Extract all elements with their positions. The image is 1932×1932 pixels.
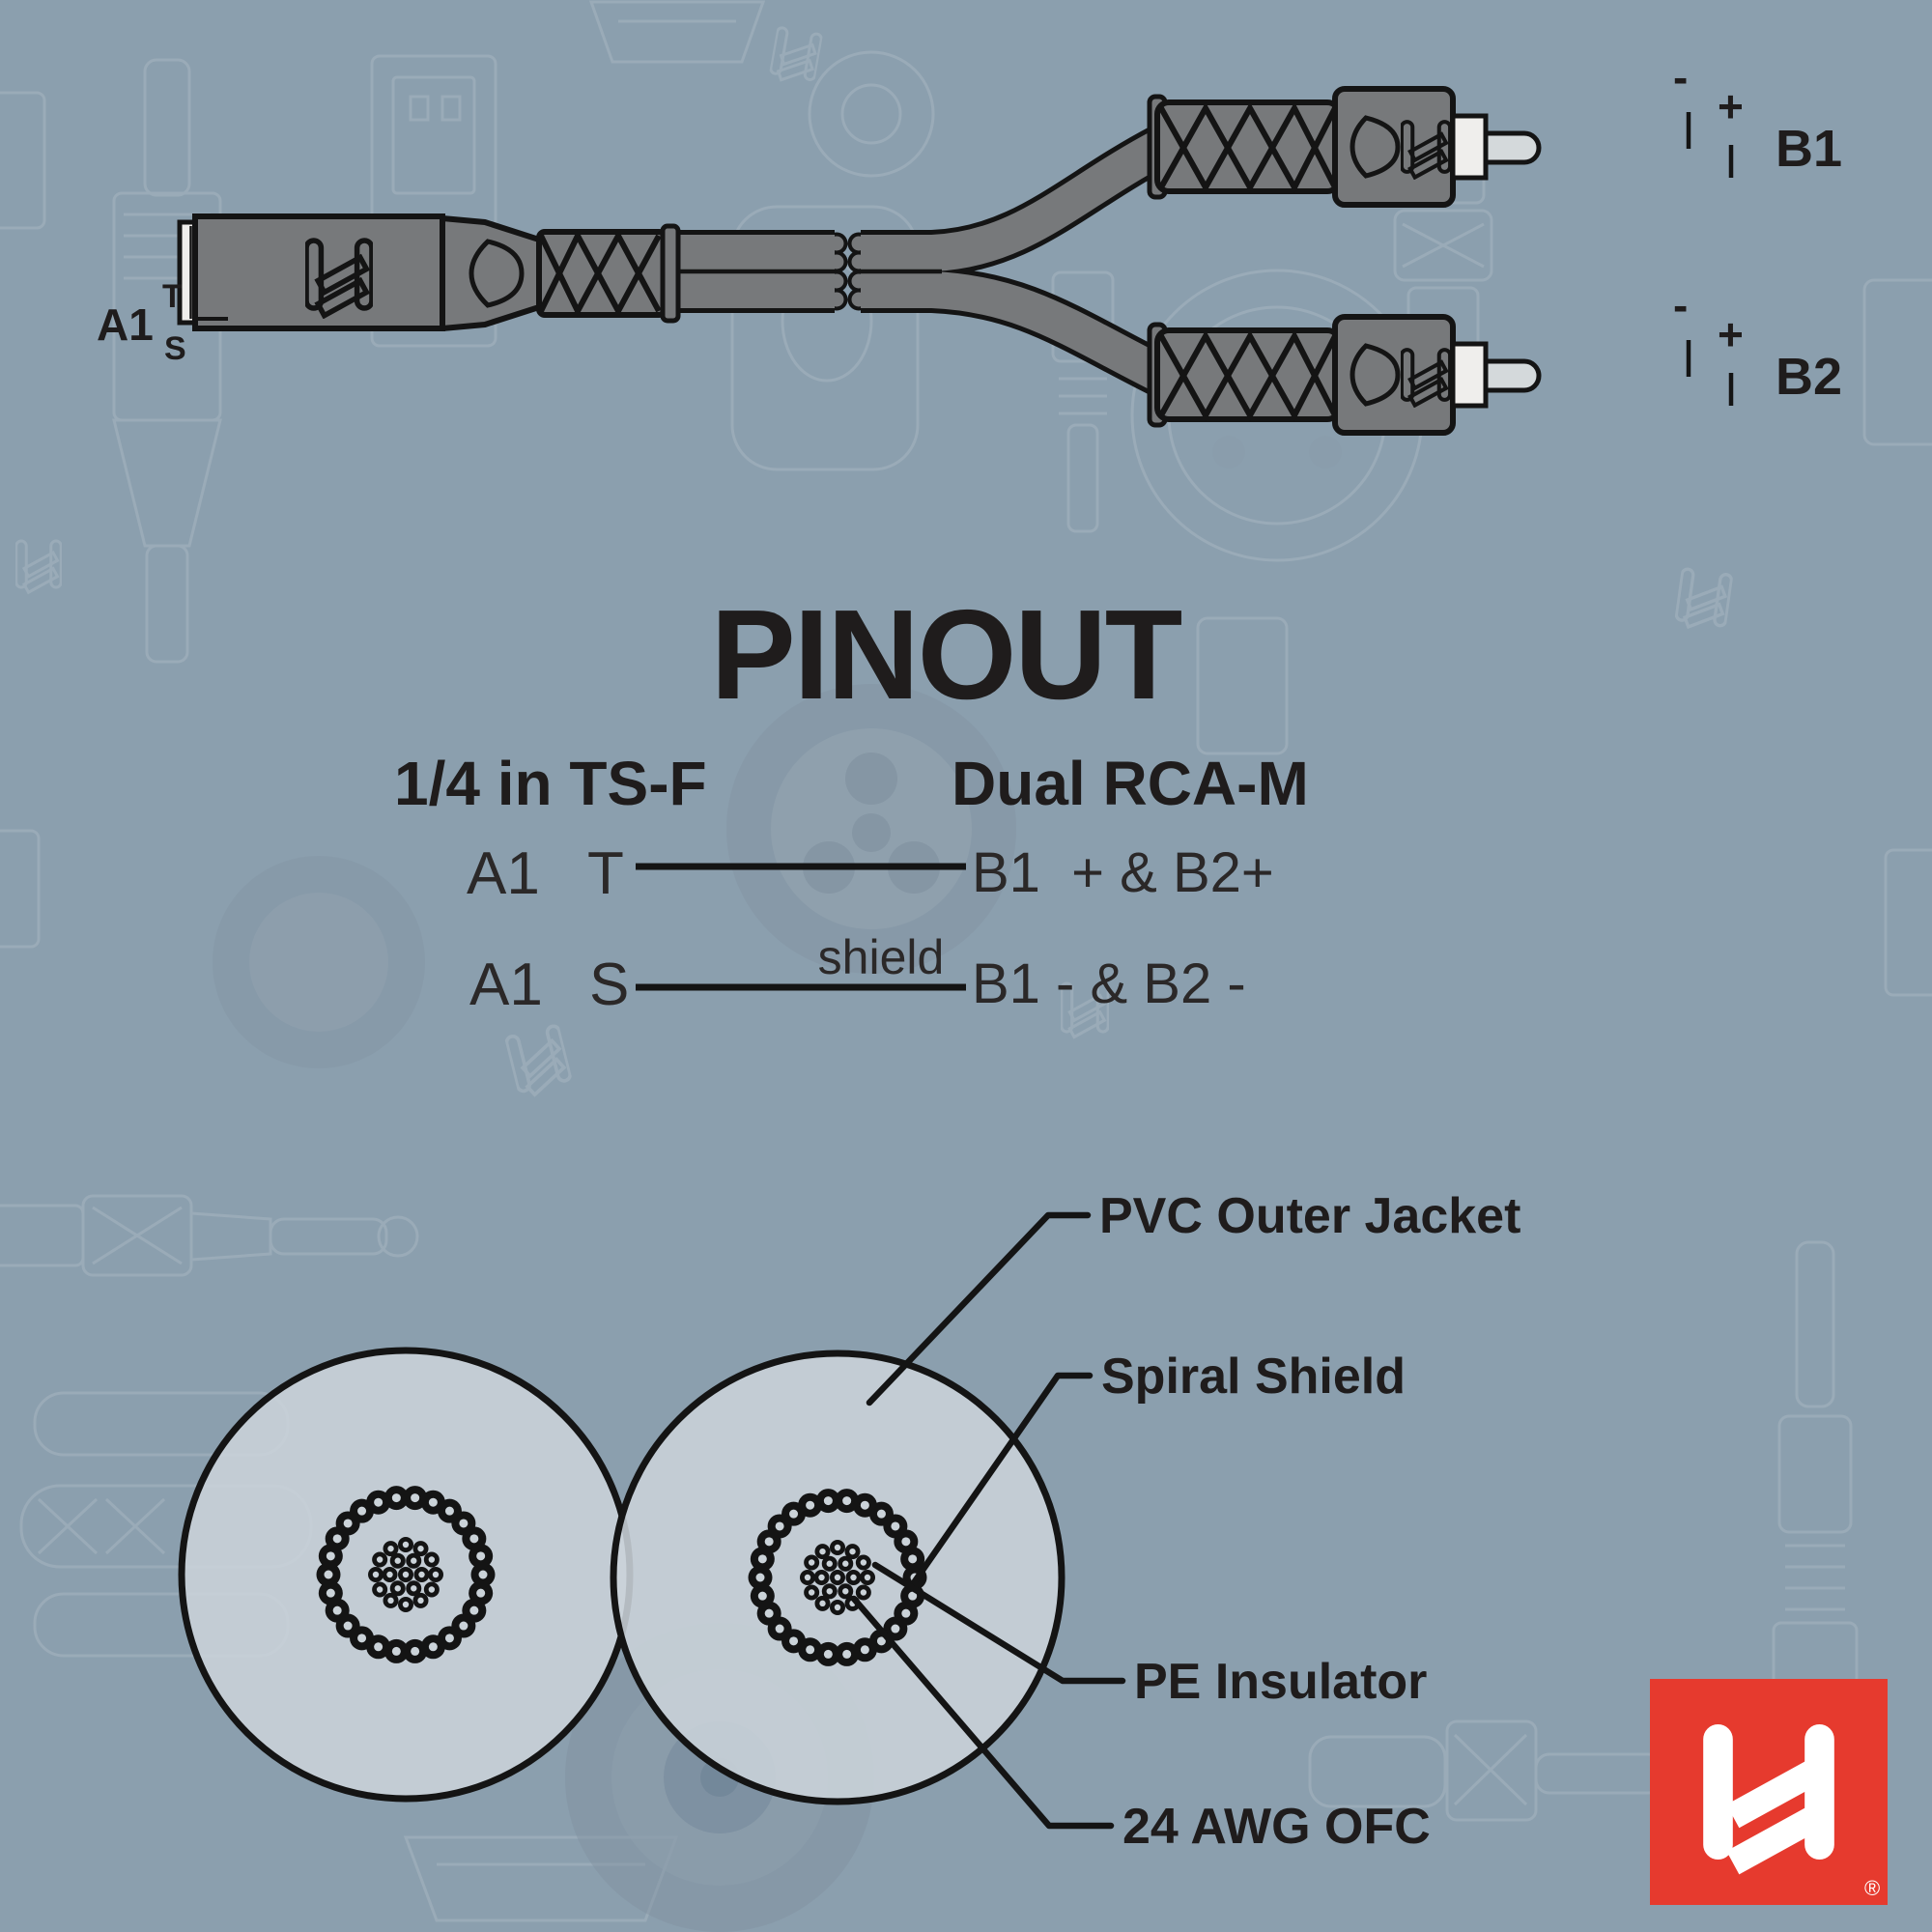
- label-b1: B1: [1776, 120, 1842, 178]
- row1-pin: T: [587, 840, 624, 907]
- left-column-header: 1/4 in TS-F: [394, 749, 707, 818]
- leader-spiral: [911, 1372, 1094, 1585]
- row2-id: A1: [469, 952, 543, 1018]
- row1-right: B1 + & B2+: [972, 841, 1274, 904]
- label-b2: B2: [1776, 348, 1842, 406]
- hosa-logo: ®: [1650, 1679, 1888, 1905]
- label-a1-sleeve: S: [164, 330, 186, 367]
- rca-connector-b2: [1147, 314, 1542, 436]
- registered-mark: ®: [1864, 1876, 1880, 1900]
- cable-illustration: A1 T S - + B1 - + B2: [97, 52, 1842, 436]
- label-b1-plus: +: [1718, 81, 1744, 131]
- cable-pair-split: [861, 126, 1173, 396]
- page-title: PINOUT: [711, 583, 1182, 725]
- label-b2-minus: -: [1673, 280, 1688, 330]
- row2-pin: S: [589, 952, 629, 1018]
- ts-female-connector: [177, 213, 681, 331]
- callout-leader-lines: [850, 1211, 1126, 1830]
- label-a1: A1: [97, 299, 154, 350]
- leader-awg: [850, 1595, 1115, 1830]
- rca-connector-b1: [1147, 86, 1542, 208]
- row2-right: B1 - & B2 -: [972, 952, 1246, 1015]
- b2-markers: - + B2: [1673, 280, 1842, 406]
- leader-pvc: [866, 1211, 1092, 1406]
- label-pe-insulator: PE Insulator: [1134, 1654, 1427, 1710]
- cable-cross-sections: PVC Outer Jacket Spiral Shield PE Insula…: [178, 1188, 1520, 1855]
- label-b1-minus: -: [1673, 52, 1688, 102]
- pinout-row-tip: A1 T B1 + & B2+: [467, 840, 1274, 907]
- pinout-row-sleeve: A1 S shield B1 - & B2 -: [469, 930, 1246, 1018]
- label-b2-plus: +: [1718, 309, 1744, 359]
- label-24-awg-ofc: 24 AWG OFC: [1122, 1799, 1431, 1855]
- label-pvc-outer-jacket: PVC Outer Jacket: [1099, 1188, 1520, 1244]
- label-a1-tip: T: [162, 278, 183, 315]
- pinout-table: PINOUT 1/4 in TS-F Dual RCA-M A1 T B1 + …: [394, 583, 1309, 1018]
- right-column-header: Dual RCA-M: [952, 749, 1309, 818]
- cross-section-shield-and-conductor: [316, 1486, 927, 1666]
- row2-wire-label: shield: [818, 930, 945, 984]
- leader-pe: [871, 1561, 1126, 1685]
- row1-id: A1: [467, 840, 540, 907]
- cable-pair-left: [676, 230, 835, 313]
- b1-markers: - + B1: [1673, 52, 1842, 178]
- label-spiral-shield: Spiral Shield: [1101, 1349, 1406, 1405]
